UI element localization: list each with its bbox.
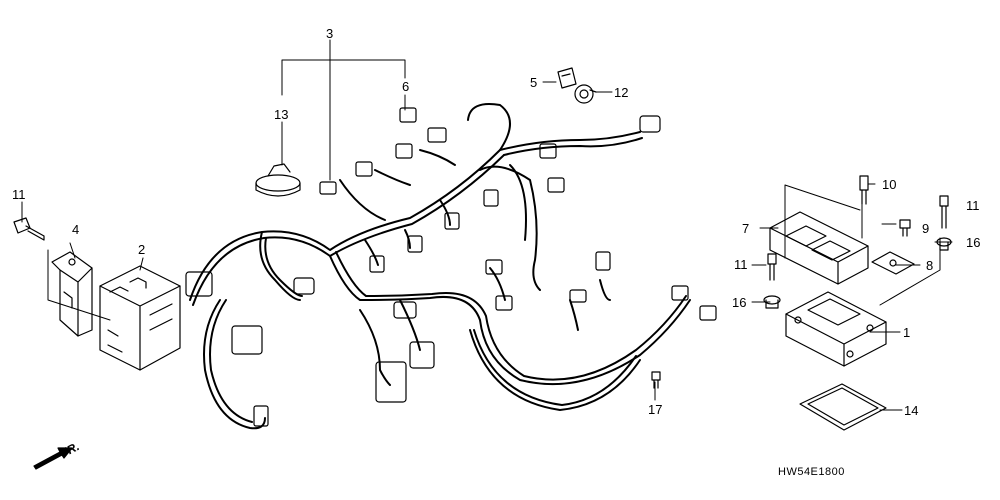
callout-4: 4: [72, 222, 80, 237]
callout-3: 3: [326, 26, 334, 41]
drawing-code: HW54E1800: [778, 466, 845, 478]
callout-16-left: 16: [732, 295, 747, 310]
control-module-2: [99, 265, 181, 371]
callout-11-upper: 11: [966, 198, 980, 213]
gasket-15: [799, 383, 887, 431]
base-unit-1: [785, 291, 887, 367]
callout-15: 14: [904, 403, 919, 418]
callout-8: 8: [926, 258, 934, 273]
bolt-12: [13, 217, 45, 241]
bracket-4: [51, 251, 93, 337]
callout-5: 5: [530, 75, 538, 90]
callout-13: 12: [614, 85, 629, 100]
front-direction-arrow: [33, 447, 73, 470]
callout-11-left: 11: [734, 257, 748, 272]
callout-6: 6: [402, 79, 410, 94]
callout-14: 13: [274, 107, 289, 122]
callout-1: 1: [903, 325, 911, 340]
callout-10: 10: [882, 177, 897, 192]
grommet-13: [574, 84, 597, 104]
clip-14: [255, 163, 301, 197]
harness-connectors: [185, 107, 717, 427]
plate-8: [871, 251, 915, 275]
callout-17: 17: [648, 402, 663, 417]
fasteners: [651, 175, 952, 389]
wire-harness-3: [189, 103, 691, 430]
clip-5: [557, 67, 577, 89]
leader-lines: [21, 39, 953, 411]
cover-7: [769, 211, 869, 285]
callout-7: 7: [742, 221, 750, 236]
callout-16-right: 16: [966, 235, 981, 250]
callout-12: 11: [12, 187, 26, 202]
callout-2: 2: [138, 242, 146, 257]
callout-9: 9: [922, 221, 930, 236]
